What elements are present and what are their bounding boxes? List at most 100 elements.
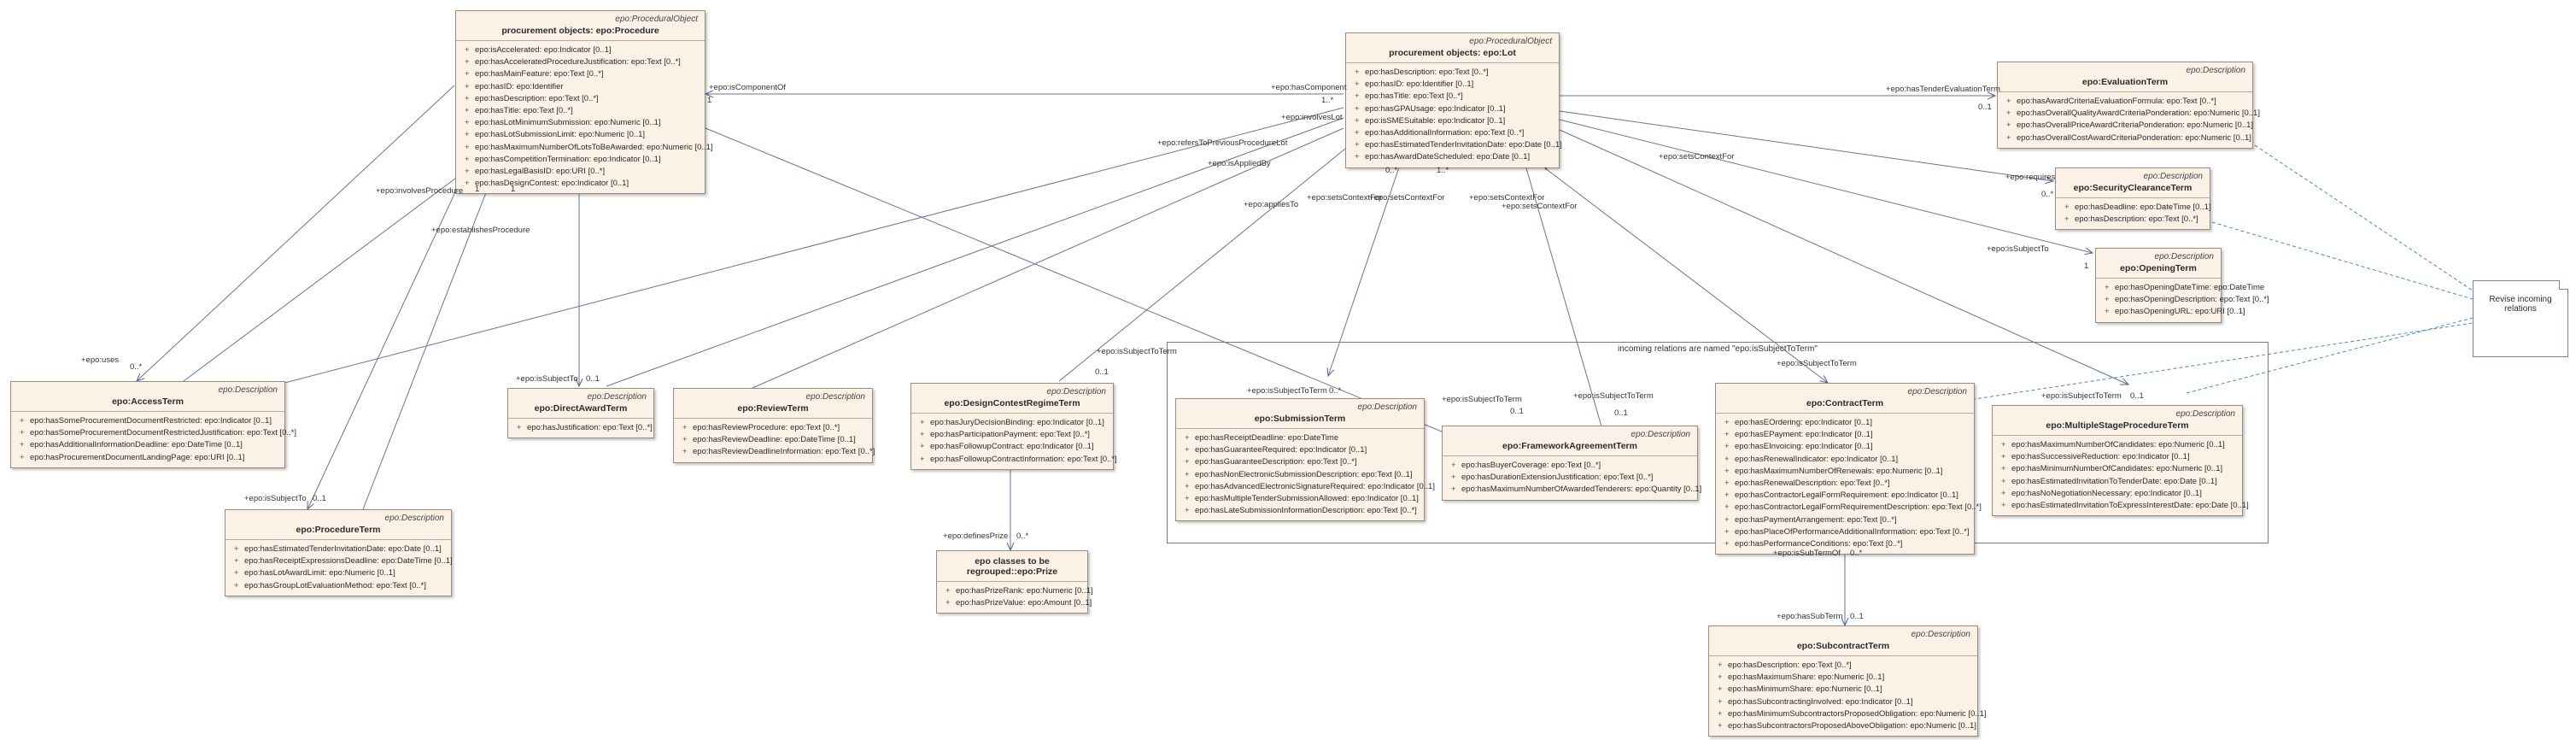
attribute-text: epo:hasParticipationPayment: epo:Text [0… (930, 430, 1090, 440)
attribute-row: + epo:hasFollowupContract: epo:Indicator … (920, 441, 1108, 453)
attribute-text: epo:hasMainFeature: epo:Text [0..*] (475, 69, 604, 79)
note-link-evaluation (2254, 144, 2474, 291)
attribute-text: epo:hasNonElectronicSubmissionDescriptio… (1195, 469, 1413, 479)
attribute-row: +epo:hasOpeningDescription: epo:Text [0.… (2105, 294, 2269, 306)
public-marker-icon: + (1185, 506, 1190, 516)
class-attributes: +epo:hasPrizeRank: epo:Numeric [0..1]+ep… (937, 581, 1093, 613)
label-establishes-procedure: +epo:establishesProcedure (431, 226, 530, 235)
public-marker-icon: + (2001, 452, 2006, 462)
attribute-text: epo:hasRenewalIndicator: epo:Indicator [… (1735, 454, 1899, 464)
class-name: epo:SubmissionTerm (1254, 414, 1346, 424)
public-marker-icon: + (465, 57, 470, 68)
mult-submission: 0..* (1329, 386, 1342, 396)
attribute-row: +epo:hasTitle: epo:Text [0..*] (465, 105, 700, 117)
attribute-text: epo:hasNoNegotiationNecessary: epo:Indic… (2011, 488, 2202, 498)
public-marker-icon: + (2105, 283, 2110, 292)
attribute-row: +epo:hasMaximumNumberOfAwardedTenderers:… (1451, 484, 1701, 496)
revise-note: Revise incoming relations (2473, 280, 2568, 357)
public-marker-icon: + (2006, 120, 2011, 131)
attribute-row: +epo:hasGuaranteeRequired: epo:Indicator… (1185, 444, 1419, 456)
public-marker-icon: + (920, 442, 925, 452)
mult-security: 0..* (2041, 190, 2054, 199)
attribute-row: +epo:hasBuyerCoverage: epo:Text [0..*] (1451, 460, 1692, 472)
attribute-text: epo:isSMESuitable: epo:Indicator [0..1] (1365, 115, 1506, 126)
public-marker-icon: + (20, 452, 25, 462)
attribute-text: epo:hasFollowupContract: epo:Indicator [… (930, 442, 1094, 452)
class-stereotype: epo:Description (1046, 387, 1106, 396)
mult-multistage: 0..1 (2130, 391, 2144, 401)
attribute-text: epo:hasPlaceOfPerformanceAdditionalInfor… (1735, 526, 1970, 537)
class-prize[interactable]: epo classes to be regrouped::epo:Prize+e… (936, 550, 1093, 614)
public-marker-icon: + (1185, 433, 1190, 443)
attribute-text: epo:hasAwardCriteriaEvaluationFormula: e… (2017, 97, 2216, 106)
class-attributes: +epo:hasDescription: epo:Text [0..*]+epo… (1709, 655, 1987, 736)
label-defines-prize: +epo:definesPrize (943, 532, 1009, 541)
link-procedure-access2 (137, 85, 455, 381)
attribute-text: epo:hasLateSubmissionInformationDescript… (1195, 506, 1417, 516)
attribute-text: epo:hasOverallCostAwardCriteriaPonderati… (2017, 132, 2251, 143)
label-has-tender-evaluation-term: +epo:hasTenderEvaluationTerm (1886, 85, 2000, 94)
public-marker-icon: + (1718, 672, 1723, 683)
public-marker-icon: + (2006, 132, 2011, 143)
attribute-text: epo:hasJustification: epo:Text [0..*] (527, 423, 653, 432)
class-name: epo:ProcedureTerm (296, 525, 381, 535)
public-marker-icon: + (465, 179, 470, 189)
attribute-text: epo:hasGroupLotEvaluationMethod: epo:Tex… (244, 580, 426, 590)
attribute-row: +epo:hasMinimumShare: epo:Numeric [0..1] (1718, 684, 1972, 696)
attribute-row: +epo:hasContractorLegalFormRequirement: … (1724, 490, 1969, 502)
label-requires: +epo:requires (2005, 173, 2056, 182)
attribute-row: +epo:hasLegalBasisID: epo:URI [0..*] (465, 166, 700, 178)
public-marker-icon: + (234, 568, 239, 578)
public-marker-icon: + (1185, 469, 1190, 479)
mult-procedure-bottom-2: 1 (511, 185, 516, 194)
attribute-row: +epo:hasGPAUsage: epo:Indicator [0..1] (1355, 103, 1554, 115)
public-marker-icon: + (1724, 466, 1730, 476)
attribute-text: epo:hasOpeningDescription: epo:Text [0..… (2115, 295, 2269, 305)
class-stereotype: epo:ProceduralObject (615, 15, 698, 24)
public-marker-icon: + (2064, 214, 2070, 225)
attribute-row: +epo:hasJustification: epo:Text [0..*] (517, 422, 653, 434)
link-lot-submission (1328, 162, 1402, 376)
attribute-row: +epo:hasLotSubmissionLimit: epo:Numeric … (465, 129, 700, 141)
link-lot-contract (1537, 162, 1828, 383)
public-marker-icon: + (465, 167, 470, 177)
attribute-text: epo:hasEInvoicing: epo:Indicator [0..1] (1735, 442, 1873, 452)
attribute-text: epo:hasPrizeRank: epo:Numeric [0..1] (956, 586, 1093, 596)
attribute-text: epo:hasTitle: epo:Text [0..*] (475, 106, 573, 116)
attribute-row: +epo:hasJuryDecisionBinding: epo:Indicat… (920, 417, 1108, 429)
mult-access: 0..* (130, 362, 143, 372)
attribute-text: epo:hasDescription: epo:Text [0..*] (1365, 68, 1489, 77)
attribute-text: epo:hasFollowupContractInformation: epo:… (930, 454, 1117, 464)
class-stereotype: epo:Description (2175, 409, 2235, 419)
attribute-row: +epo:hasMaximumNumberOfCandidates: epo:N… (2001, 439, 2237, 451)
class-name: epo:ContractTerm (1806, 398, 1884, 408)
attribute-row: +epo:hasMaximumNumberOfRenewals: epo:Num… (1724, 466, 1969, 478)
attribute-text: epo:hasOpeningURL: epo:URI [0..1] (2115, 307, 2245, 317)
public-marker-icon: + (1724, 454, 1730, 464)
class-name: epo:EvaluationTerm (2081, 77, 2169, 87)
public-marker-icon: + (1355, 140, 1360, 150)
public-marker-icon: + (1718, 708, 1723, 719)
attribute-text: epo:hasSubcontractingInvolved: epo:Indic… (1728, 696, 1913, 707)
class-stereotype: epo:Description (1630, 430, 1690, 439)
attribute-row: +epo:hasGuaranteeDescription: epo:Text [… (1185, 456, 1419, 468)
class-stereotype: epo:Description (1357, 402, 1417, 412)
attribute-text: epo:hasReceiptDeadline: epo:DateTime (1195, 433, 1339, 443)
attribute-text: epo:hasCompetitionTermination: epo:Indic… (475, 154, 661, 164)
label-sets-context-for-5: +epo:setsContextFor (1659, 152, 1735, 162)
